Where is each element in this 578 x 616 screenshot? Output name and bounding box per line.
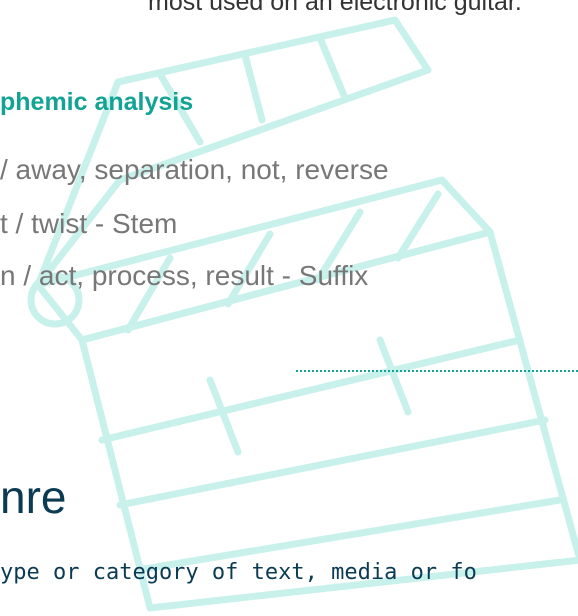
- clapper-bar-stripe: [394, 190, 442, 262]
- clapper-arm-stripe: [241, 51, 266, 124]
- board-line: [98, 336, 524, 444]
- clapper-arm-stripe: [156, 70, 204, 146]
- clapper-bar-stripe: [314, 208, 364, 284]
- dotted-divider: [296, 370, 578, 372]
- morpheme-stem-line: t / twist - Stem: [0, 208, 178, 239]
- top-text-fragment: most used on an electronic guitar.: [148, 0, 522, 16]
- board-line: [116, 416, 549, 509]
- morpheme-prefix-line: / away, separation, not, reverse: [0, 154, 389, 185]
- clapper-arm: [34, 16, 432, 289]
- board-line: [376, 336, 412, 416]
- clapper-bar-stripe: [224, 230, 274, 308]
- genre-definition: ype or category of text, media or fo: [0, 560, 477, 585]
- clapper-arm-stripe: [316, 34, 349, 102]
- clapper-board: [78, 228, 578, 612]
- clapper-hinge: [27, 272, 83, 328]
- board-line: [134, 496, 564, 574]
- morphemic-analysis-heading: phemic analysis: [0, 88, 194, 116]
- morpheme-suffix-line: n / act, process, result - Suffix: [0, 260, 369, 291]
- genre-term-heading: nre: [0, 471, 67, 523]
- board-line: [206, 376, 242, 456]
- clapper-bar-stripe: [124, 254, 174, 334]
